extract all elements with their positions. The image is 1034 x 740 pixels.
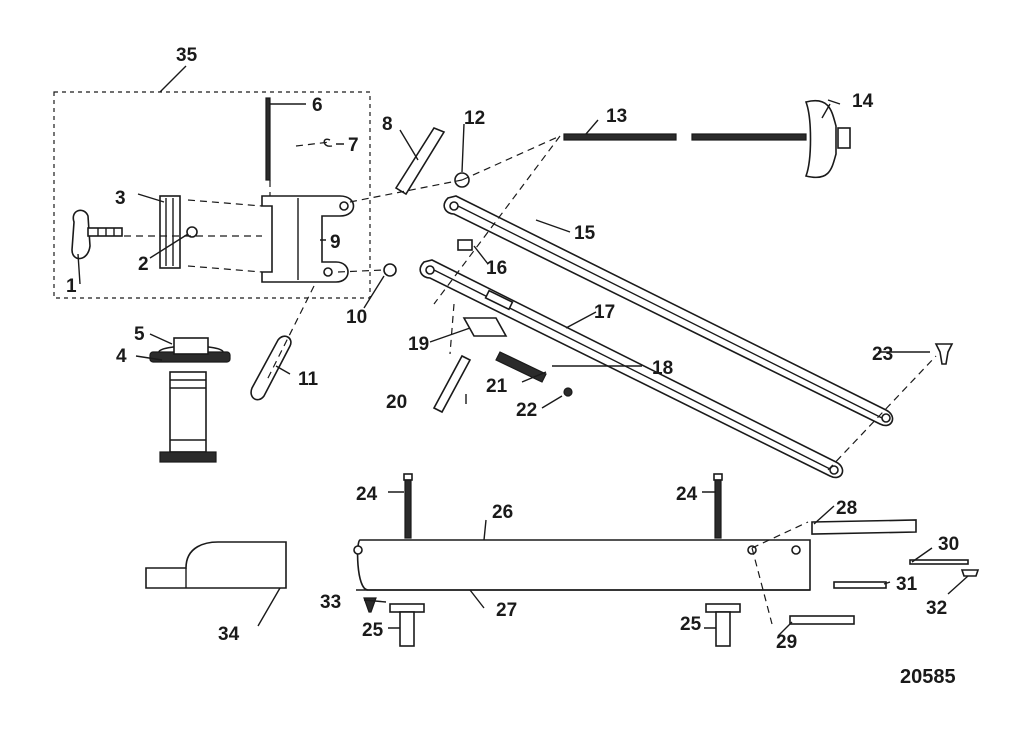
figure-number: 20585	[900, 666, 956, 688]
part-13-cable-end	[691, 133, 807, 141]
part-15-upper-arm	[443, 195, 894, 427]
part-24-bolt-left	[403, 473, 413, 539]
callout-28: 28	[836, 498, 857, 519]
callout-1: 1	[66, 276, 77, 297]
part-1-knob	[71, 209, 123, 260]
callout-3: 3	[115, 188, 126, 209]
part-30-pin	[909, 559, 969, 565]
part-3-clamp-plate	[159, 195, 181, 269]
callout-27: 27	[496, 600, 517, 621]
part-14-handle	[804, 99, 837, 179]
callout-19: 19	[408, 334, 429, 355]
part-34-cover	[145, 541, 287, 589]
part-2-ring	[186, 226, 198, 238]
callout-35: 35	[176, 45, 198, 66]
callout-33: 33	[320, 592, 341, 613]
callout-20: 20	[386, 392, 407, 413]
part-14-handle-cap	[837, 127, 851, 149]
callout-5: 5	[134, 324, 145, 345]
part-18-lower-arm	[419, 259, 844, 479]
part-32-knob	[960, 569, 980, 577]
callout-14: 14	[852, 91, 874, 112]
part-22-screw	[563, 387, 573, 397]
callout-16: 16	[486, 258, 507, 279]
part-28-plate	[811, 519, 917, 535]
callout-25-left: 25	[362, 620, 384, 641]
callout-17: 17	[594, 302, 615, 323]
callout-23: 23	[872, 344, 893, 365]
callout-30: 30	[938, 534, 959, 555]
callout-2: 2	[138, 254, 149, 275]
callout-21: 21	[486, 376, 508, 397]
part-21-spring	[495, 351, 547, 383]
callout-4: 4	[116, 346, 127, 367]
callout-34: 34	[218, 624, 240, 645]
part-20-rod	[432, 354, 472, 414]
part-25-leg-right	[705, 603, 741, 647]
part-4-5-base-column	[149, 337, 231, 463]
callout-12: 12	[464, 108, 485, 129]
callout-13: 13	[606, 106, 627, 127]
callout-24-left: 24	[356, 484, 378, 505]
part-6-pin	[265, 97, 271, 181]
callout-24-right: 24	[676, 484, 698, 505]
callout-10: 10	[346, 307, 367, 328]
callout-29: 29	[776, 632, 797, 653]
callout-22: 22	[516, 400, 537, 421]
callout-15: 15	[574, 223, 596, 244]
part-23-knob	[934, 343, 954, 365]
callout-31: 31	[896, 574, 918, 595]
part-9-bracket	[261, 195, 355, 283]
part-25-leg-left	[389, 603, 425, 647]
part-29-pin	[789, 615, 855, 625]
part-10-ball	[383, 263, 397, 277]
part-13-cable	[563, 133, 677, 141]
callout-26: 26	[492, 502, 513, 523]
callout-8: 8	[382, 114, 393, 135]
part-16-clip	[457, 239, 473, 251]
leader-lines	[77, 65, 969, 637]
part-31-pin	[833, 581, 887, 589]
callout-32: 32	[926, 598, 947, 619]
callout-6: 6	[312, 95, 323, 116]
callout-9: 9	[330, 232, 341, 253]
callout-7: 7	[348, 135, 359, 156]
part-26-27-base-bar	[353, 539, 811, 591]
assembly-lines	[124, 135, 937, 625]
part-24-bolt-right	[713, 473, 723, 539]
callout-25-right: 25	[680, 614, 702, 635]
callout-11: 11	[298, 369, 319, 390]
assembly-boundary-35	[53, 91, 371, 299]
callout-18: 18	[652, 358, 673, 379]
part-8-rod	[394, 127, 446, 196]
part-19-block	[462, 317, 508, 337]
part-11-roller	[250, 335, 292, 401]
